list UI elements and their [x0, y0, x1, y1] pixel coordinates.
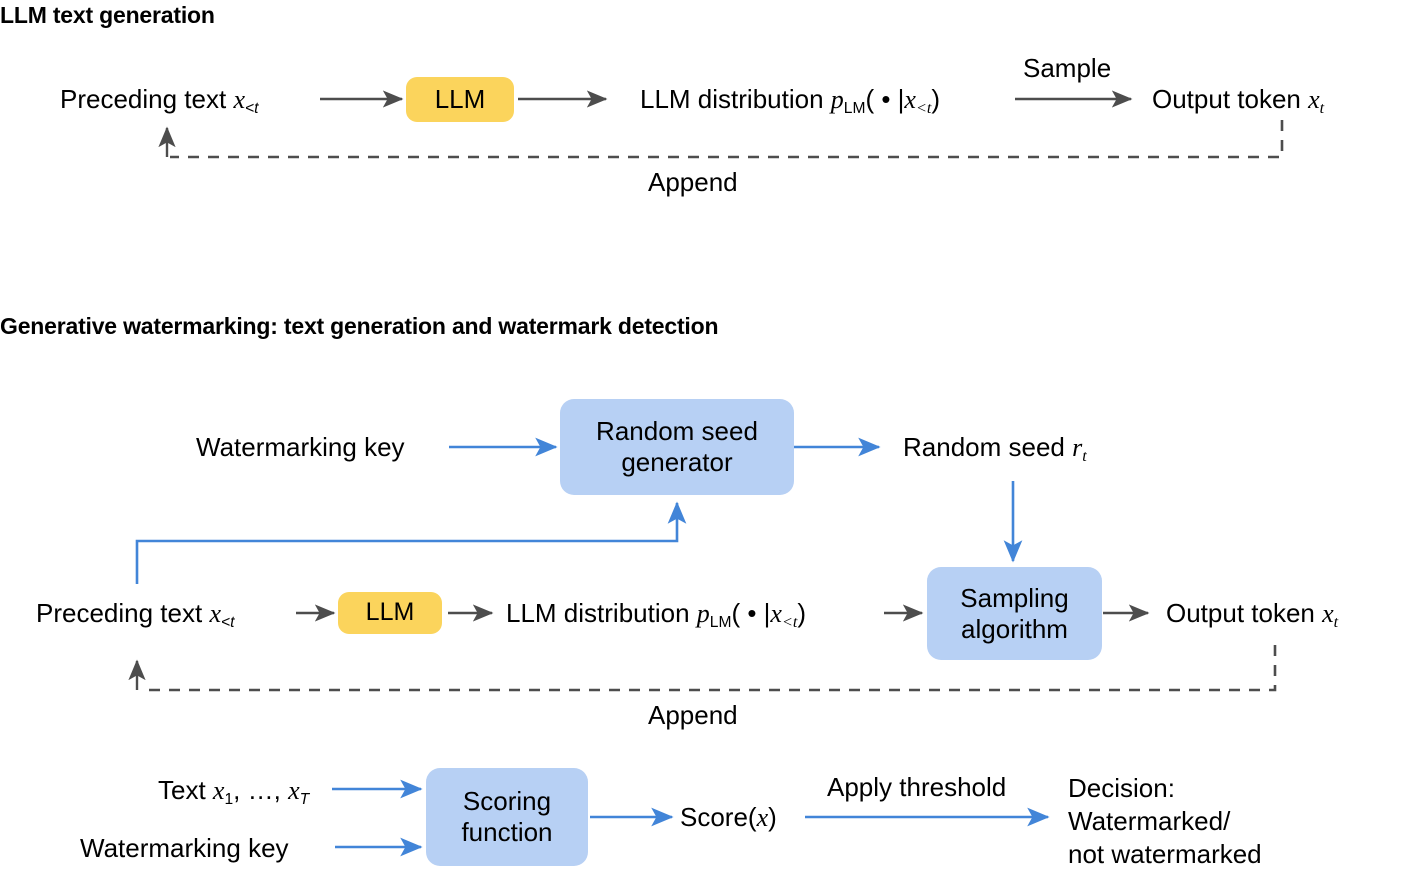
output-token-d2-word: Output token x	[1166, 598, 1334, 628]
label-apply-threshold-d3: Apply threshold	[827, 772, 1007, 802]
llm-distribution-subscript: LM	[843, 99, 866, 117]
text-input-sub2: T	[299, 790, 310, 808]
label-watermarking-key-d3: Watermarking key	[80, 833, 289, 863]
score-var: x	[756, 803, 769, 832]
random-seed-word: Random seed r	[903, 432, 1083, 462]
llm-distribution-d2-tail-var: x	[770, 599, 782, 628]
output-token-word: Output token x	[1152, 84, 1320, 114]
llm-distribution-tail-var: x	[904, 85, 916, 114]
label-decision-d3: Decision: Watermarked/ not watermarked	[1068, 772, 1368, 871]
label-score-d3: Score(x)	[680, 802, 777, 832]
box-random-seed-generator[interactable]: Random seed generator	[560, 399, 794, 495]
text-input-mid-var: x	[288, 776, 300, 805]
label-random-seed-d2: Random seed rt	[903, 432, 1087, 466]
preceding-text-subscript: <t	[244, 99, 259, 117]
box-sampling-algorithm-line2: algorithm	[961, 613, 1068, 644]
output-token-subscript: t	[1319, 100, 1325, 118]
box-llm-d2[interactable]: LLM	[338, 592, 442, 634]
label-llm-distribution-d2: LLM distribution pLM( • |x<t)	[506, 598, 806, 632]
output-token-d2-subscript: t	[1333, 614, 1339, 632]
label-llm-distribution-d1: LLM distribution pLM( • |x<t)	[640, 84, 940, 118]
decision-line1: Decision:	[1068, 773, 1175, 803]
label-append-d2: Append	[648, 700, 738, 730]
box-scoring-function-line1: Scoring	[462, 786, 552, 817]
edge-append-d2	[128, 645, 1277, 692]
label-watermarking-key-d2: Watermarking key	[196, 432, 405, 462]
label-output-token-d2: Output token xt	[1166, 598, 1339, 632]
label-preceding-text-d1: Preceding text x<t	[60, 84, 259, 117]
edge-append-d1	[158, 120, 1284, 159]
llm-distribution-text-var: p	[830, 85, 844, 114]
output-token-word-var: x	[1308, 85, 1320, 114]
decision-line2: Watermarked/	[1068, 806, 1231, 837]
text-input-mid: , …, x	[233, 775, 300, 805]
preceding-text-word: Preceding text x	[60, 84, 245, 114]
llm-distribution-d2-tail: ( • |x	[731, 598, 782, 628]
text-input-sub1: 1	[224, 790, 234, 808]
label-preceding-text-d2: Preceding text x<t	[36, 598, 235, 631]
llm-distribution-tail-end: )	[931, 84, 940, 114]
llm-distribution-d2-text-var: p	[696, 599, 710, 628]
preceding-text-d2-word-var: x	[209, 599, 221, 628]
llm-distribution-d2-tail-end: )	[797, 598, 806, 628]
box-sampling-algorithm-line1: Sampling	[960, 582, 1069, 613]
box-llm-d1-label: LLM	[434, 84, 486, 115]
label-output-token-d1: Output token xt	[1152, 84, 1325, 118]
label-append-d1: Append	[648, 167, 738, 197]
box-llm-d2-label: LLM	[365, 598, 415, 627]
output-token-d2-word-var: x	[1322, 599, 1334, 628]
section-title-generative-watermarking: Generative watermarking: text generation…	[0, 313, 719, 339]
text-input-word-var: x	[212, 776, 225, 805]
llm-distribution-text: LLM distribution p	[640, 84, 844, 114]
box-random-seed-generator-line2: generator	[621, 447, 733, 477]
preceding-text-d2-word: Preceding text x	[36, 598, 221, 628]
llm-distribution-tail-subscript: <t	[915, 100, 932, 118]
edge-preceding-to-generator-d2	[135, 501, 687, 584]
preceding-text-d2-subscript: <t	[220, 613, 235, 631]
box-scoring-function[interactable]: Scoring function	[426, 768, 588, 866]
text-input-word: Text x	[158, 775, 225, 805]
box-random-seed-generator-line1: Random seed	[596, 416, 758, 447]
box-llm-d1[interactable]: LLM	[406, 77, 514, 122]
label-text-input-d3: Text x1, …, xT	[158, 775, 310, 808]
section-title-llm-text-generation: LLM text generation	[0, 2, 215, 28]
llm-distribution-d2-text: LLM distribution p	[506, 598, 710, 628]
decision-line3: not watermarked	[1068, 839, 1262, 870]
llm-distribution-d2-tail-subscript: <t	[781, 614, 798, 632]
llm-distribution-tail: ( • |x	[865, 84, 916, 114]
preceding-text-word-var: x	[233, 85, 245, 114]
random-seed-subscript: t	[1082, 448, 1087, 466]
random-seed-word-var: r	[1072, 433, 1083, 462]
box-scoring-function-line2: function	[461, 817, 553, 847]
llm-distribution-d2-subscript: LM	[709, 613, 732, 631]
box-sampling-algorithm[interactable]: Sampling algorithm	[927, 567, 1102, 660]
label-sample-d1: Sample	[1023, 53, 1112, 83]
